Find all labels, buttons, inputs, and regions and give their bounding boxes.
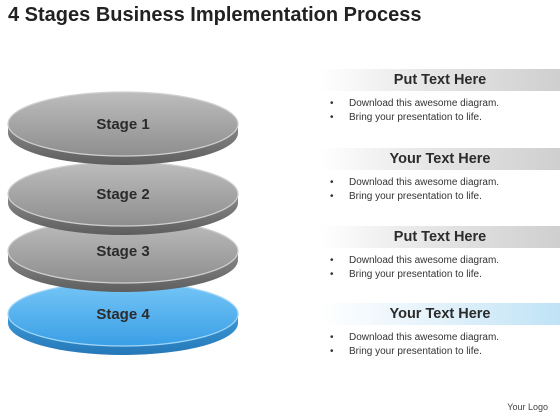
stage-label-4: Stage 4 [96, 306, 150, 323]
bullet-text: Bring your presentation to life. [349, 346, 482, 357]
bullet-item: • Bring your presentation to life. [330, 190, 499, 204]
bullet-dot-icon: • [330, 332, 334, 343]
panel-heading: Put Text Here [393, 229, 487, 245]
stage-disc-side [8, 194, 238, 235]
panel-header-bar [320, 148, 560, 170]
bullet-item: • Download this awesome diagram. [330, 176, 499, 190]
stage-label-3: Stage 3 [96, 243, 149, 260]
page-title: 4 Stages Business Implementation Process [8, 4, 422, 26]
bullet-text: Download this awesome diagram. [349, 332, 500, 343]
stage-disc-side [8, 314, 238, 355]
bullet-dot-icon: • [330, 255, 334, 266]
bullet-dot-icon: • [330, 191, 334, 202]
text-panel-3: Put Text Here • Download this awesome diag… [300, 226, 560, 304]
bullet-item: • Download this awesome diagram. [330, 254, 499, 268]
stage-disc-side [8, 124, 238, 165]
text-panel-2: Your Text Here • Download this awesome dia… [300, 148, 560, 226]
stage-label-2: Stage 2 [96, 186, 149, 203]
bullet-text: Download this awesome diagram. [349, 98, 500, 109]
bullet-item: • Bring your presentation to life. [330, 111, 499, 125]
stage-disc-3: Stage 3 [7, 218, 239, 292]
bullet-text: Download this awesome diagram. [349, 177, 500, 188]
text-panel-1: Put Text Here • Download this awesome diag… [300, 69, 560, 147]
panel-header-bar [320, 69, 560, 91]
bullet-dot-icon: • [330, 346, 334, 357]
panel-heading: Put Text Here [393, 72, 487, 88]
stage-disc-4: Stage 4 [7, 281, 239, 355]
bullet-list: • Download this awesome diagram. • Bring yo… [330, 254, 499, 282]
bullet-list: • Download this awesome diagram. • Bring yo… [330, 176, 499, 204]
bullet-list: • Download this awesome diagram. • Bring yo… [330, 331, 499, 359]
bullet-dot-icon: • [330, 177, 334, 188]
logo-placeholder: Your Logo [507, 402, 548, 412]
bullet-item: • Download this awesome diagram. [330, 97, 499, 111]
stage-disc-stack: Stage 4 Stage 3 Stage 2 Stage 1 [7, 91, 239, 355]
stage-label-1: Stage 1 [96, 116, 149, 133]
bullet-dot-icon: • [330, 98, 334, 109]
panel-header-bar [320, 303, 560, 325]
bullet-dot-icon: • [330, 112, 334, 123]
bullet-list: • Download this awesome diagram. • Bring yo… [330, 97, 499, 125]
bullet-item: • Bring your presentation to life. [330, 345, 499, 359]
bullet-dot-icon: • [330, 269, 334, 280]
stage-disc-side [8, 251, 238, 292]
stage-disc-2: Stage 2 [7, 161, 239, 235]
panel-heading: Your Text Here [389, 151, 491, 167]
panel-heading: Your Text Here [389, 306, 491, 322]
bullet-text: Download this awesome diagram. [349, 255, 500, 266]
stage-disc-top [7, 91, 239, 157]
stage-disc-1: Stage 1 [7, 91, 239, 165]
text-panel-4: Your Text Here • Download this awesome dia… [300, 303, 560, 381]
bullet-text: Bring your presentation to life. [349, 191, 482, 202]
bullet-text: Bring your presentation to life. [349, 112, 482, 123]
bullet-item: • Bring your presentation to life. [330, 268, 499, 282]
bullet-text: Bring your presentation to life. [349, 269, 482, 280]
bullet-item: • Download this awesome diagram. [330, 331, 499, 345]
panel-header-bar [320, 226, 560, 248]
